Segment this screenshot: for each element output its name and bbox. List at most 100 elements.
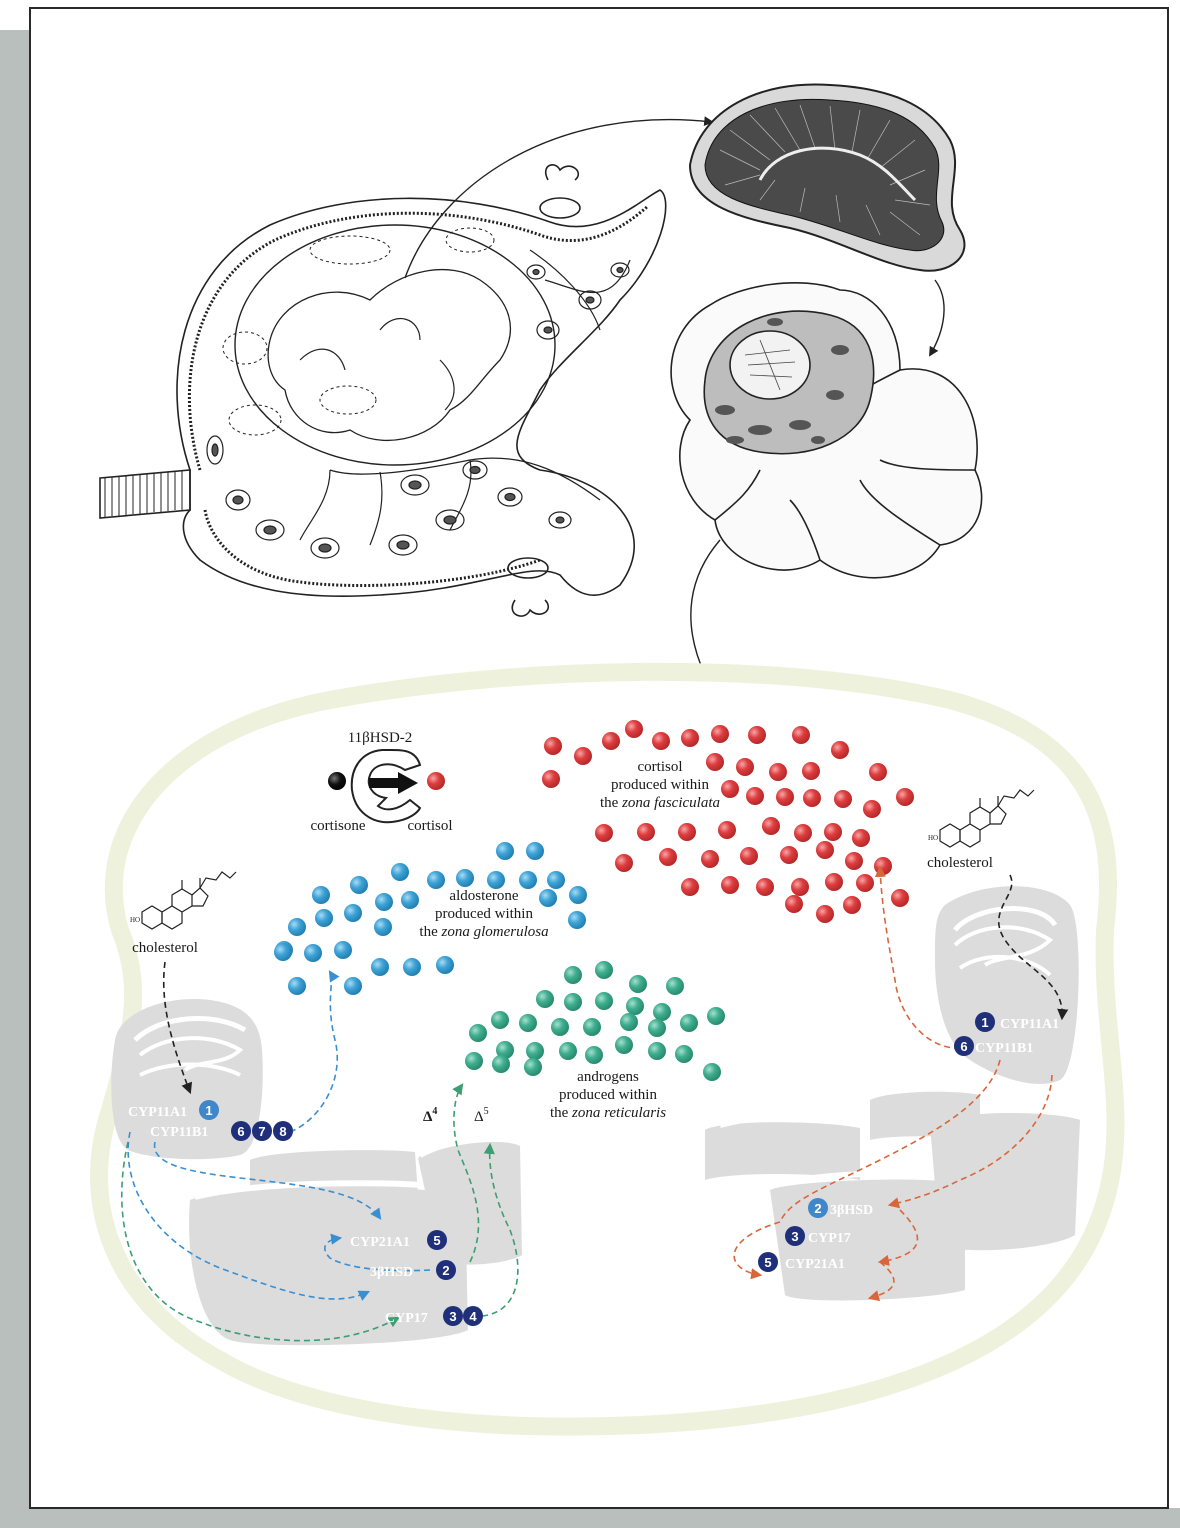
svg-text:5: 5 bbox=[433, 1233, 440, 1248]
cortisol-molecule bbox=[831, 741, 849, 759]
cortisol-molecule bbox=[816, 841, 834, 859]
aldosterone-molecule bbox=[371, 958, 389, 976]
cortisol-molecule bbox=[834, 790, 852, 808]
svg-text:3: 3 bbox=[449, 1309, 456, 1324]
cortisol-molecule bbox=[856, 874, 874, 892]
svg-text:2: 2 bbox=[814, 1201, 821, 1216]
badge-right-er-3: 3 bbox=[785, 1226, 805, 1246]
androgen-molecule bbox=[524, 1058, 542, 1076]
cortisol-molecule bbox=[574, 747, 592, 765]
androgen-molecule bbox=[615, 1036, 633, 1054]
aldosterone-caption-line1: aldosterone bbox=[449, 888, 518, 904]
aldosterone-molecule bbox=[274, 943, 292, 961]
badge-left-er-5: 5 bbox=[427, 1230, 447, 1250]
androgen-molecule bbox=[519, 1014, 537, 1032]
androgen-molecule bbox=[585, 1046, 603, 1064]
cortisol-molecule bbox=[776, 788, 794, 806]
androgen-molecule bbox=[629, 975, 647, 993]
cortisol-molecule bbox=[615, 854, 633, 872]
badge-left-mito-8: 8 bbox=[273, 1121, 293, 1141]
cortisol-molecule bbox=[748, 726, 766, 744]
cortisol-molecule bbox=[718, 821, 736, 839]
cortisol-molecule bbox=[681, 878, 699, 896]
ho-label-right: HO bbox=[928, 834, 938, 842]
aldosterone-molecule bbox=[344, 977, 362, 995]
cortisol-molecule bbox=[780, 846, 798, 864]
cortisol-caption-line2: produced within bbox=[611, 777, 709, 793]
androgen-molecule bbox=[491, 1011, 509, 1029]
badge-right-mito-1: 1 bbox=[975, 1012, 995, 1032]
androgen-molecule bbox=[707, 1007, 725, 1025]
aldosterone-molecule bbox=[539, 889, 557, 907]
cortisol-molecule bbox=[544, 737, 562, 755]
androgen-molecule bbox=[559, 1042, 577, 1060]
cortisol-molecule bbox=[637, 823, 655, 841]
cortisol-molecule bbox=[625, 720, 643, 738]
cortisol-molecule bbox=[659, 848, 677, 866]
left-er-enzyme-1: CYP21A1 bbox=[350, 1235, 410, 1250]
androgen-molecule bbox=[620, 1013, 638, 1031]
cortisol-molecule bbox=[874, 857, 892, 875]
aldosterone-molecule bbox=[375, 893, 393, 911]
androgen-molecule bbox=[492, 1055, 510, 1073]
aldosterone-molecule bbox=[374, 918, 392, 936]
badge-left-mito-1: 1 bbox=[199, 1100, 219, 1120]
badge-left-mito-7: 7 bbox=[252, 1121, 272, 1141]
aldosterone-molecule bbox=[526, 842, 544, 860]
aldosterone-caption-line2: produced within bbox=[435, 906, 533, 922]
svg-text:6: 6 bbox=[960, 1039, 967, 1054]
right-er-enzyme-3: CYP21A1 bbox=[785, 1257, 845, 1272]
badge-right-er-2: 2 bbox=[808, 1198, 828, 1218]
androgen-molecule bbox=[465, 1052, 483, 1070]
svg-text:4: 4 bbox=[469, 1309, 477, 1324]
cortisol-molecule bbox=[681, 729, 699, 747]
left-mito-enzyme-2: CYP11B1 bbox=[150, 1125, 208, 1140]
left-mito-enzyme-1: CYP11A1 bbox=[128, 1105, 187, 1120]
right-er-enzyme-2: CYP17 bbox=[808, 1231, 851, 1246]
androgens-caption-line2: produced within bbox=[559, 1087, 657, 1103]
badge-left-mito-6: 6 bbox=[231, 1121, 251, 1141]
aldosterone-molecule bbox=[391, 863, 409, 881]
svg-text:1: 1 bbox=[205, 1103, 212, 1118]
cortisol-molecule bbox=[711, 725, 729, 743]
svg-text:1: 1 bbox=[981, 1015, 988, 1030]
left-er-enzyme-3: CYP17 bbox=[385, 1311, 428, 1326]
aldosterone-molecule bbox=[487, 871, 505, 889]
enzyme-legend-title: 11βHSD-2 bbox=[348, 730, 413, 746]
androgen-molecule bbox=[583, 1018, 601, 1036]
cholesterol-label-right: cholesterol bbox=[927, 855, 993, 871]
androgen-molecule bbox=[653, 1003, 671, 1021]
aldosterone-molecule bbox=[350, 876, 368, 894]
cortisol-molecule bbox=[845, 852, 863, 870]
badge-right-er-5: 5 bbox=[758, 1252, 778, 1272]
cortisol-molecule bbox=[762, 817, 780, 835]
cortisol-molecule bbox=[701, 850, 719, 868]
aldosterone-molecule bbox=[568, 911, 586, 929]
androgen-molecule bbox=[648, 1019, 666, 1037]
cortisol-molecule bbox=[791, 878, 809, 896]
ho-label-left: HO bbox=[130, 916, 140, 924]
right-mito-enzyme-1: CYP11A1 bbox=[1000, 1017, 1059, 1032]
cortisol-molecule bbox=[794, 824, 812, 842]
cortisol-molecule bbox=[706, 753, 724, 771]
cortisol-molecule bbox=[736, 758, 754, 776]
androgen-molecule bbox=[526, 1042, 544, 1060]
androgen-molecule bbox=[703, 1063, 721, 1081]
aldosterone-molecule bbox=[519, 871, 537, 889]
left-er-enzyme-2: 3βHSD bbox=[370, 1265, 413, 1280]
cortisol-molecule bbox=[802, 762, 820, 780]
cortisol-molecule bbox=[740, 847, 758, 865]
cortisol-molecule bbox=[792, 726, 810, 744]
androgen-molecule bbox=[564, 966, 582, 984]
cortisol-label: cortisol bbox=[408, 818, 453, 834]
androgen-molecule bbox=[675, 1045, 693, 1063]
cholesterol-label-left: cholesterol bbox=[132, 940, 198, 956]
androgen-molecule bbox=[648, 1042, 666, 1060]
aldosterone-molecule bbox=[401, 891, 419, 909]
cortisol-molecule bbox=[824, 823, 842, 841]
svg-text:3: 3 bbox=[791, 1229, 798, 1244]
aldosterone-molecule bbox=[288, 977, 306, 995]
cortisol-molecule bbox=[542, 770, 560, 788]
aldosterone-molecule bbox=[456, 869, 474, 887]
